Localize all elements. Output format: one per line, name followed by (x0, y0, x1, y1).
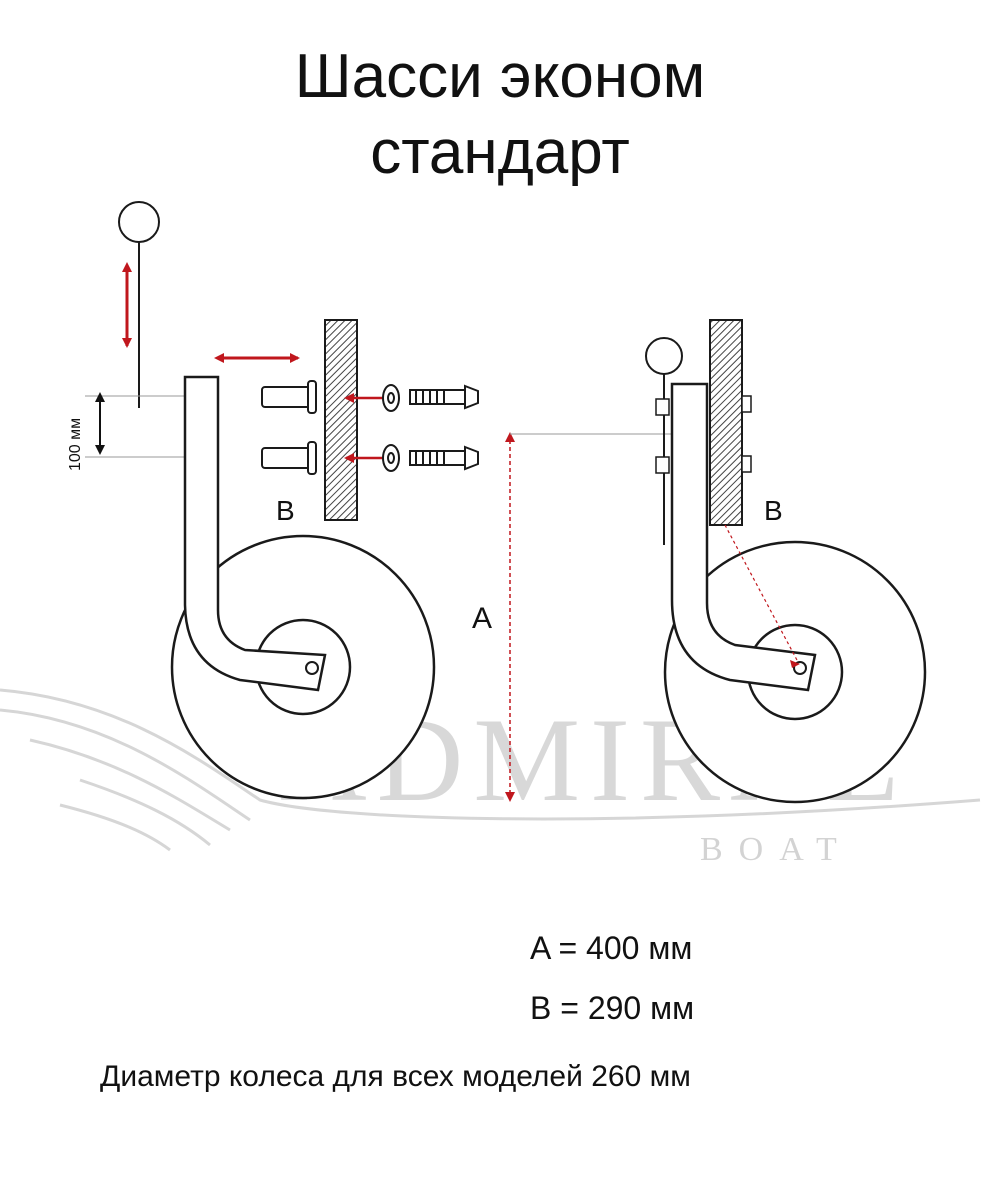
right-nut-upper (741, 395, 752, 413)
left-transom-plate (324, 319, 358, 521)
right-bolt-head-upper (655, 398, 670, 416)
right-transom-plate (709, 319, 743, 526)
threaded-bolt-lower (409, 445, 479, 471)
left-dimension-b-label: B (276, 495, 295, 526)
threaded-bolt-upper (409, 384, 479, 410)
dimension-a-label: A (472, 602, 492, 635)
right-bolt-head-lower (655, 456, 670, 474)
left-bolt-upper (261, 380, 317, 414)
right-b-guide-arrowhead (790, 660, 800, 668)
spec-b-value: B = 290 мм (530, 990, 695, 1026)
right-nut-lower (741, 455, 752, 473)
right-bracket-leg (670, 382, 817, 692)
left-bracket-leg (183, 375, 327, 692)
spec-a-value: A = 400 мм (530, 930, 693, 966)
washer-lower (382, 444, 400, 472)
left-bolt-lower (261, 441, 317, 475)
dimension-100mm (85, 392, 185, 458)
right-b-guide-line (724, 524, 799, 663)
watermark-swoosh (0, 688, 981, 852)
right-dimension-b-label: B (764, 495, 783, 526)
title-line-2: стандарт (370, 118, 630, 187)
washer-upper (382, 384, 400, 412)
left-axle-hole (305, 661, 319, 675)
right-assembly: B (645, 319, 927, 804)
dimension-100mm-label: 100 мм (67, 418, 84, 471)
left-locking-pin (118, 201, 160, 408)
watermark-sub: BOAT (700, 831, 853, 868)
left-assembly: 100 мм (67, 201, 479, 800)
title-line-1: Шасси эконом (294, 42, 706, 111)
wheel-diameter-note: Диаметр колеса для всех моделей 260 мм (100, 1060, 691, 1093)
